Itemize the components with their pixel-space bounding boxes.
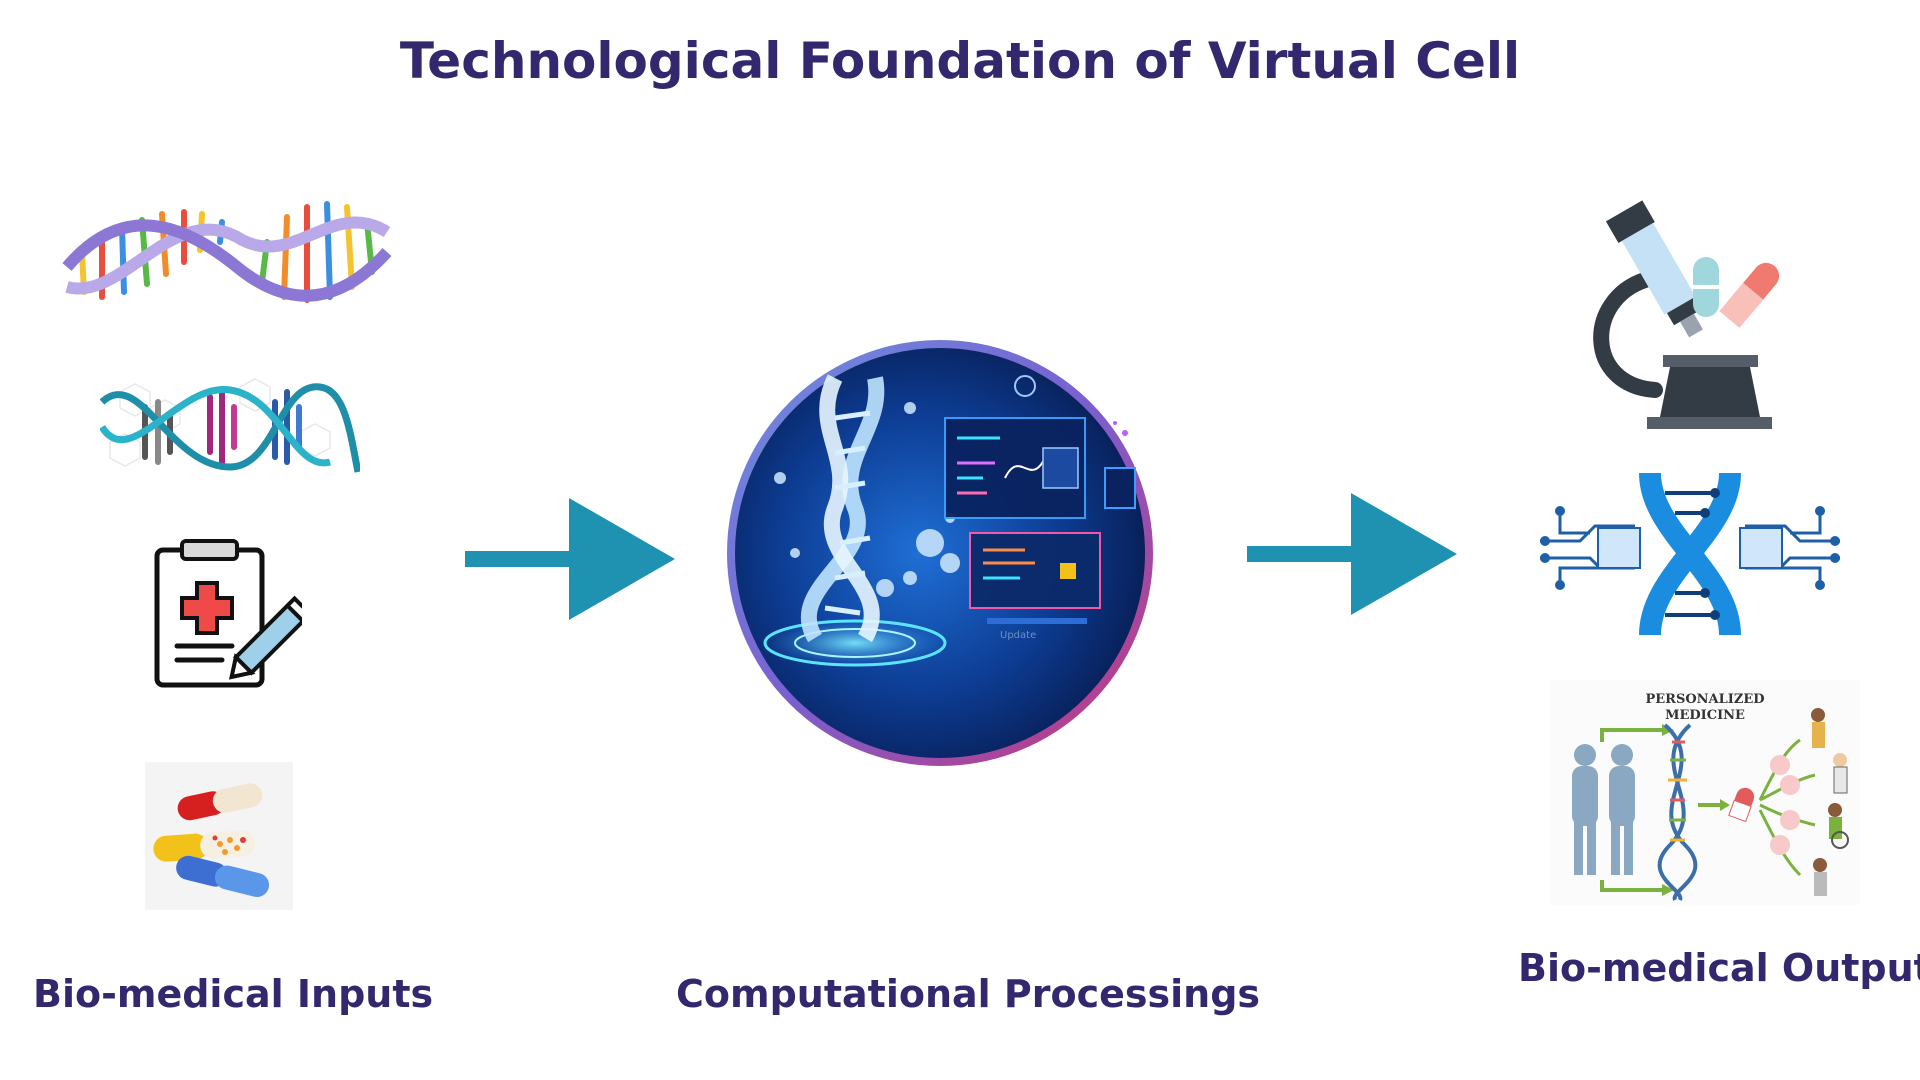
dna-double-helix-icon (62, 201, 392, 303)
diagram-title: Technological Foundation of Virtual Cell (399, 32, 1521, 90)
arrow-inputs-to-processing (465, 498, 675, 620)
inputs-label: Bio-medical Inputs (33, 972, 434, 1016)
personalized-medicine-illustration: PERSONALIZED MEDICINE (1550, 680, 1860, 905)
outputs-label: Bio-medical Output (1518, 946, 1920, 990)
dna-circuit-icon (1540, 473, 1840, 635)
microscope-with-pills-icon (1593, 200, 1780, 429)
processing-label: Computational Processings (676, 972, 1261, 1016)
medical-clipboard-icon (154, 539, 302, 688)
personalized-medicine-title-line2: MEDICINE (1665, 708, 1745, 723)
arrow-processing-to-outputs (1247, 493, 1457, 615)
screen-update-text: Update (1000, 630, 1037, 641)
personalized-medicine-title-line1: PERSONALIZED (1645, 692, 1765, 707)
digital-dna-sphere-icon (727, 340, 1153, 766)
dna-sequence-icon (100, 378, 360, 473)
medicine-capsules-icon (145, 762, 293, 910)
